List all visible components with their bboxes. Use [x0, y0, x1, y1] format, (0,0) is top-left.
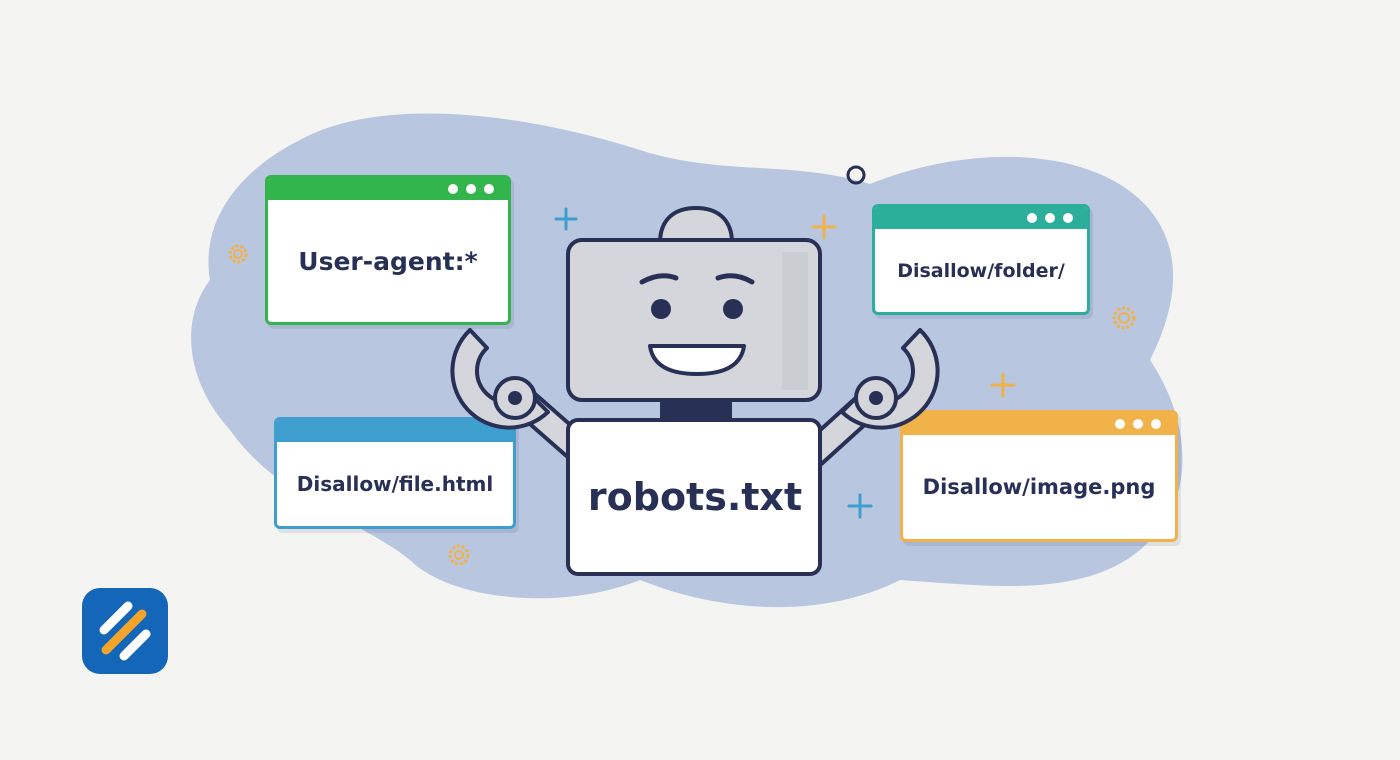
- window-image-png: Disallow/image.png: [900, 410, 1178, 542]
- window-dots: [1115, 419, 1161, 429]
- window-file-html: Disallow/file.html: [274, 417, 516, 529]
- window-text: Disallow/folder/: [897, 259, 1065, 282]
- robots-txt-label: robots.txt: [587, 475, 803, 519]
- plus-icon: [811, 214, 837, 240]
- robot-eye-left: [651, 299, 671, 319]
- window-title-bar: [903, 413, 1175, 435]
- window-user-agent: User-agent:*: [265, 175, 511, 325]
- window-dot: [1133, 419, 1143, 429]
- window-dots: [1027, 213, 1073, 223]
- gear-ring-icon: [1112, 306, 1136, 330]
- window-text: User-agent:*: [298, 246, 478, 276]
- robot-antenna: [657, 205, 735, 245]
- window-folder: Disallow/folder/: [872, 204, 1090, 315]
- plus-icon: [990, 372, 1016, 398]
- window-title-bar: [875, 207, 1087, 229]
- plus-icon: [554, 207, 578, 231]
- window-dot: [1045, 213, 1055, 223]
- window-dot: [1151, 419, 1161, 429]
- gear-ring-icon: [448, 544, 470, 566]
- window-title-bar: [277, 420, 513, 442]
- robot-mouth: [648, 344, 746, 376]
- robot-head: [566, 238, 822, 402]
- window-dot: [1027, 213, 1037, 223]
- window-title-bar: [268, 178, 508, 200]
- circle-ring-icon: [846, 165, 866, 185]
- plus-icon: [847, 493, 873, 519]
- robot-right-arm: [797, 328, 940, 470]
- brand-logo-icon: [82, 588, 168, 674]
- window-dot: [448, 184, 458, 194]
- window-dots: [448, 184, 494, 194]
- robot-body-sign: [566, 418, 822, 576]
- window-text: Disallow/image.png: [922, 475, 1156, 499]
- window-dot: [466, 184, 476, 194]
- window-dot: [1115, 419, 1125, 429]
- robot-eye-right: [723, 299, 743, 319]
- robot-eyebrow-right: [715, 273, 755, 285]
- robot-eyebrow-left: [639, 273, 679, 285]
- window-dot: [1063, 213, 1073, 223]
- gear-ring-icon: [228, 244, 248, 264]
- window-dot: [484, 184, 494, 194]
- robot-left-arm: [450, 328, 600, 470]
- window-text: Disallow/file.html: [296, 472, 494, 496]
